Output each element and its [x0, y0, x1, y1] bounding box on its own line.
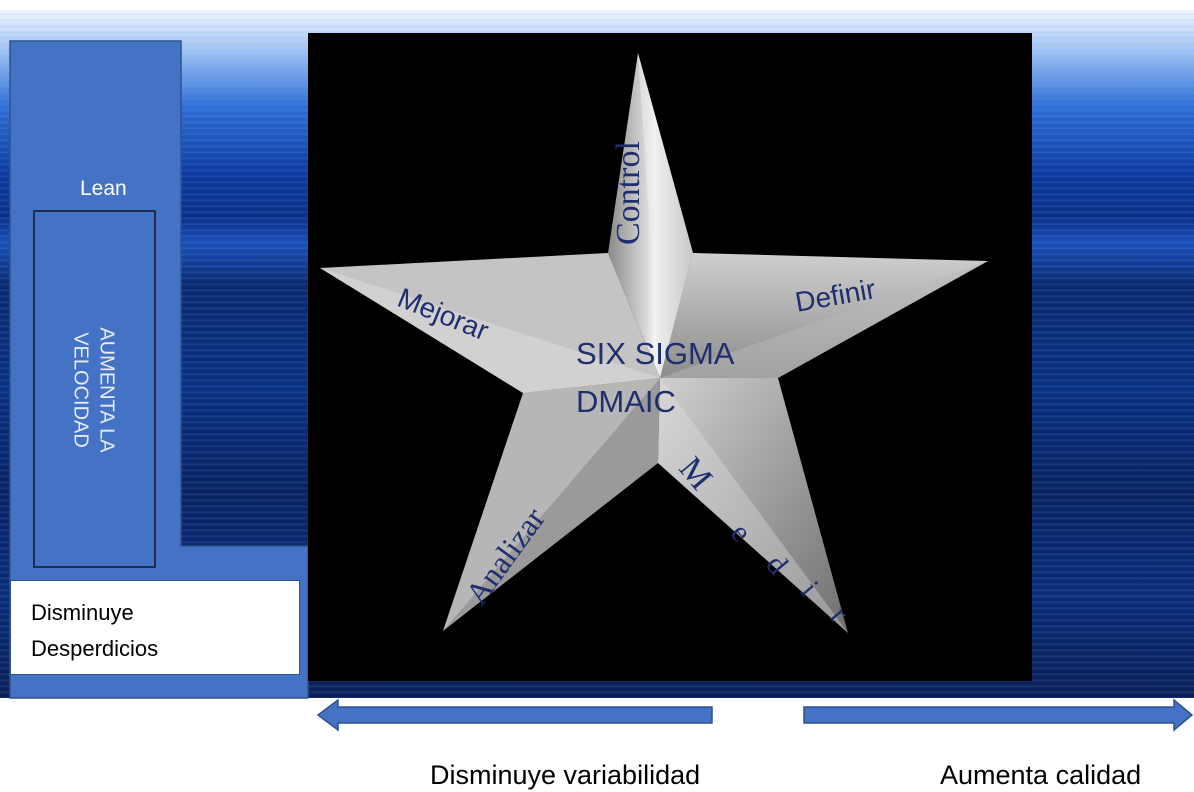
- control-label: Control: [610, 141, 647, 245]
- velocity-line-2: VELOCIDAD: [70, 332, 92, 448]
- right-arrow-caption: Aumenta calidad: [940, 760, 1142, 790]
- waste-line-2: Desperdicios: [31, 636, 159, 661]
- waste-box: Disminuye Desperdicios: [10, 580, 300, 675]
- lean-label: Lean: [80, 177, 127, 200]
- six-sigma-line-1: SIX SIGMA: [576, 336, 735, 371]
- six-sigma-title: SIX SIGMA DMAIC: [576, 330, 734, 426]
- star-icon: [320, 53, 988, 633]
- right-arrow-icon: [803, 698, 1194, 732]
- six-sigma-line-2: DMAIC: [576, 384, 676, 419]
- waste-line-1: Disminuye: [31, 600, 134, 625]
- velocity-text: AUMENTA LA VELOCIDAD: [46, 222, 142, 558]
- velocity-box: [33, 210, 156, 568]
- left-arrow-caption: Disminuye variabilidad: [430, 760, 701, 790]
- velocity-line-1: AUMENTA LA: [96, 327, 118, 453]
- left-arrow-icon: [316, 698, 713, 732]
